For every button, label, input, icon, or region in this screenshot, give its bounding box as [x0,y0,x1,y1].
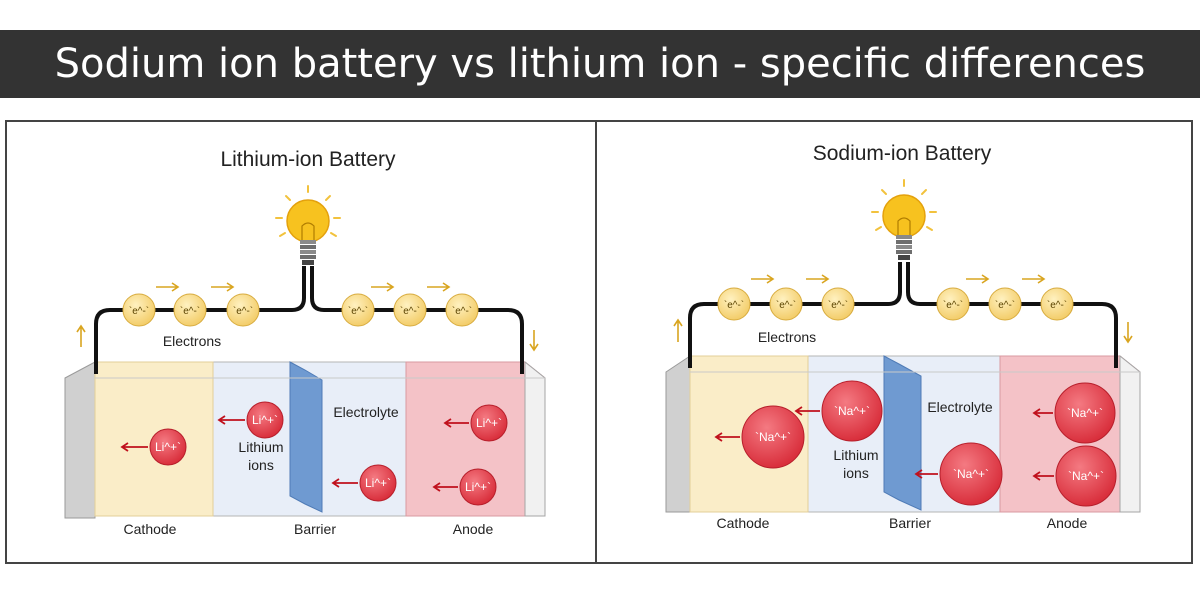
svg-text:`e^-`: `e^-` [1047,299,1067,311]
sodium-electron: `e^-` [936,287,970,321]
lithium-title: Lithium-ion Battery [220,148,396,171]
lithium-left-endcap [64,361,96,519]
sodium-current-arrows [673,274,1133,344]
sodium-ion: `Na^+` [821,380,883,442]
lithium-electron: `e^-` [341,293,375,327]
lithium-electron: `e^-` [173,293,207,327]
svg-text:`e^-`: `e^-` [995,299,1015,311]
svg-text:`e^-`: `e^-` [724,299,744,311]
svg-text:`e^-`: `e^-` [233,305,253,317]
sodium-electron: `e^-` [717,287,751,321]
lithium-electron: `e^-` [445,293,479,327]
sodium-ion: `Na^+` [741,405,805,469]
sodium-electron: `e^-` [769,287,803,321]
svg-text:`Na^+`: `Na^+` [755,430,791,444]
lithium-panel: Lithium-ion Battery [64,148,546,537]
sodium-cathode-label: Cathode [717,515,770,531]
sodium-ion-arrows [714,406,1054,481]
svg-text:`e^-`: `e^-` [943,299,963,311]
lithium-electron: `e^-` [226,293,260,327]
lithium-electron: `e^-` [393,293,427,327]
lithium-ion: Li^+` [359,464,397,502]
sodium-bulb-icon [871,179,937,260]
sodium-electrolyte-label: Electrolyte [927,399,993,415]
lithium-electrons-label: Electrons [163,333,221,349]
lithium-electron: `e^-` [122,293,156,327]
panel-divider [595,120,597,564]
sodium-title: Sodium-ion Battery [813,142,992,165]
svg-text:`e^-`: `e^-` [776,299,796,311]
lithium-current-arrows [76,282,539,352]
svg-text:`e^-`: `e^-` [129,305,149,317]
lithium-ion-arrows [120,415,469,492]
sodium-electron: `e^-` [821,287,855,321]
sodium-barrier [883,355,922,511]
sodium-electrons-label: Electrons [758,329,816,345]
svg-text:`Na^+`: `Na^+` [834,404,870,418]
diagram-frame [5,120,1193,564]
sodium-ions-label-line1: Lithium [833,447,878,463]
svg-text:`e^-`: `e^-` [452,305,472,317]
sodium-electron: `e^-` [1040,287,1074,321]
sodium-panel: Sodium-ion Battery [665,142,1141,531]
svg-text:`e^-`: `e^-` [180,305,200,317]
svg-text:`Na^+`: `Na^+` [1068,469,1104,483]
sodium-ion: `Na^+` [1054,382,1116,444]
svg-text:`e^-`: `e^-` [348,305,368,317]
svg-text:Li^+`: Li^+` [252,413,278,427]
svg-text:`Na^+`: `Na^+` [953,467,989,481]
lithium-electrolyte-label: Electrolyte [333,404,399,420]
banner-title: Sodium ion battery vs lithium ion - spec… [54,41,1146,87]
sodium-left-endcap [665,355,691,513]
svg-text:`Na^+`: `Na^+` [1067,406,1103,420]
lithium-ion: Li^+` [470,404,508,442]
svg-text:`e^-`: `e^-` [828,299,848,311]
svg-text:Li^+`: Li^+` [476,416,502,430]
sodium-ion: `Na^+` [1055,445,1117,507]
lithium-bulb-icon [275,185,341,265]
sodium-electron: `e^-` [988,287,1022,321]
svg-text:Li^+`: Li^+` [155,440,181,454]
sodium-right-endcap [1119,354,1141,513]
lithium-ions-label-line2: ions [248,457,274,473]
svg-text:Li^+`: Li^+` [365,476,391,490]
sodium-barrier-label: Barrier [889,515,931,531]
lithium-ion: Li^+` [459,468,497,506]
title-banner: Sodium ion battery vs lithium ion - spec… [0,30,1200,98]
lithium-ions-label-line1: Lithium [238,439,283,455]
lithium-barrier-label: Barrier [294,521,336,537]
sodium-anode-label: Anode [1047,515,1088,531]
lithium-ion: Li^+` [246,401,284,439]
lithium-right-endcap [524,360,546,517]
lithium-cathode-label: Cathode [124,521,177,537]
lithium-anode-label: Anode [453,521,494,537]
sodium-ion: `Na^+` [939,442,1003,506]
svg-text:`e^-`: `e^-` [400,305,420,317]
sodium-ions-label-line2: ions [843,465,869,481]
svg-text:Li^+`: Li^+` [465,480,491,494]
lithium-ion: Li^+` [149,428,187,466]
lithium-barrier [289,361,323,513]
lithium-battery [64,360,546,519]
